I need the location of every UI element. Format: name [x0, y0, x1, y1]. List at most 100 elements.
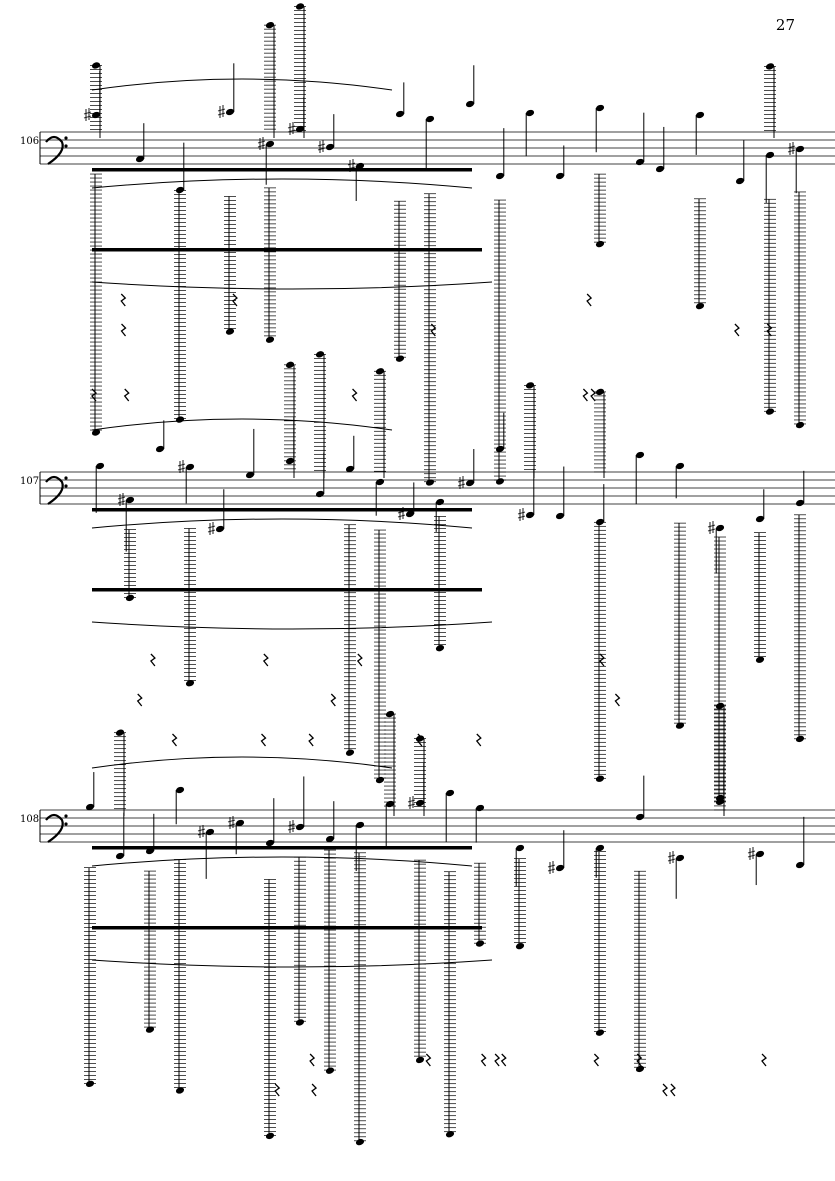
quarter-rest	[311, 1083, 318, 1097]
beams	[92, 168, 482, 930]
note-head	[155, 445, 165, 453]
note-head	[295, 1019, 305, 1026]
note-head	[125, 594, 135, 602]
quarter-rest	[262, 653, 269, 667]
quarter-rest	[670, 1083, 676, 1097]
note-head	[225, 328, 235, 335]
note-head	[795, 145, 805, 153]
sharp-accidental	[407, 796, 416, 809]
note-head	[175, 186, 185, 194]
note-head	[525, 109, 535, 117]
note-head	[185, 680, 195, 687]
slur	[91, 178, 473, 189]
note-head	[265, 1132, 275, 1140]
note-head	[425, 479, 435, 486]
note-head	[175, 1087, 185, 1094]
note-head	[755, 656, 765, 663]
note-head	[175, 416, 185, 423]
quarter-rest	[475, 733, 482, 747]
sharp-accidental	[177, 460, 186, 473]
sharp-accidental	[667, 851, 676, 864]
quarter-rest	[582, 388, 589, 402]
measure-number-107: 107	[20, 476, 40, 487]
sharp-accidental	[547, 861, 556, 874]
note-head	[695, 111, 705, 119]
note-head	[325, 835, 335, 843]
sharp-accidental	[287, 820, 296, 833]
note-head	[95, 462, 105, 470]
sharp-accidental	[707, 521, 716, 534]
note-head	[555, 172, 565, 180]
sharp-accidental	[457, 476, 466, 489]
quarter-rest	[636, 1053, 643, 1067]
note-head	[135, 155, 145, 163]
note-head	[595, 240, 605, 248]
note-head	[495, 478, 505, 485]
note-head	[495, 445, 505, 453]
note-head	[755, 850, 765, 858]
beam	[92, 248, 482, 252]
quarter-rest	[171, 733, 178, 747]
bass-clef	[45, 135, 64, 165]
note-head	[515, 942, 525, 950]
bass-clef	[45, 475, 64, 505]
note-head	[465, 479, 475, 487]
note-head	[375, 478, 385, 486]
slur	[91, 856, 473, 867]
note-head	[355, 1138, 365, 1146]
sharp-accidental	[227, 816, 236, 829]
note-head	[415, 1056, 425, 1064]
bass-clef-dot	[64, 144, 68, 148]
sharp-accidental	[747, 847, 756, 860]
note-head	[675, 722, 685, 729]
note-head	[175, 786, 185, 794]
note-head	[91, 429, 101, 436]
quarter-rest	[149, 653, 156, 667]
note-head	[85, 803, 95, 811]
note-head	[375, 776, 385, 784]
sharp-accidental	[83, 108, 92, 121]
bass-clef-dot	[64, 822, 68, 826]
note-head	[445, 789, 455, 797]
quarter-rest	[733, 323, 740, 337]
note-head	[795, 499, 805, 507]
quarter-rest	[494, 1053, 501, 1067]
note-head	[635, 813, 645, 821]
quarter-rest	[309, 1053, 316, 1067]
note-head	[515, 844, 525, 852]
note-head	[355, 821, 365, 829]
beam	[92, 926, 482, 930]
bass-clef-dot	[64, 136, 68, 140]
note-head	[265, 839, 275, 847]
note-head	[595, 1029, 605, 1036]
note-head	[795, 421, 805, 429]
quarter-rest	[599, 653, 605, 667]
note-head	[715, 524, 725, 532]
note-head	[635, 158, 645, 166]
note-head	[445, 1131, 455, 1138]
measure-number-106: 106	[20, 136, 40, 147]
quarter-rest	[330, 693, 337, 707]
note-head	[115, 852, 125, 860]
quarter-rest	[766, 323, 773, 337]
quarter-rest	[120, 293, 127, 307]
bass-clef	[45, 813, 64, 843]
tie	[91, 281, 493, 290]
beam	[92, 168, 472, 172]
bass-clef-dot	[64, 814, 68, 818]
note-head	[325, 1067, 335, 1074]
note-head	[435, 644, 445, 652]
quarter-rest	[136, 693, 143, 707]
note-head	[405, 510, 415, 518]
quarter-rest	[593, 1053, 600, 1067]
note-head	[185, 463, 195, 471]
quarter-rest	[480, 1053, 487, 1067]
note-head	[595, 844, 605, 852]
note-head	[395, 110, 405, 118]
beam	[92, 508, 472, 512]
note-head	[465, 100, 475, 108]
note-head	[345, 465, 355, 473]
note-head	[145, 1026, 155, 1033]
bass-clef-dot	[64, 476, 68, 480]
